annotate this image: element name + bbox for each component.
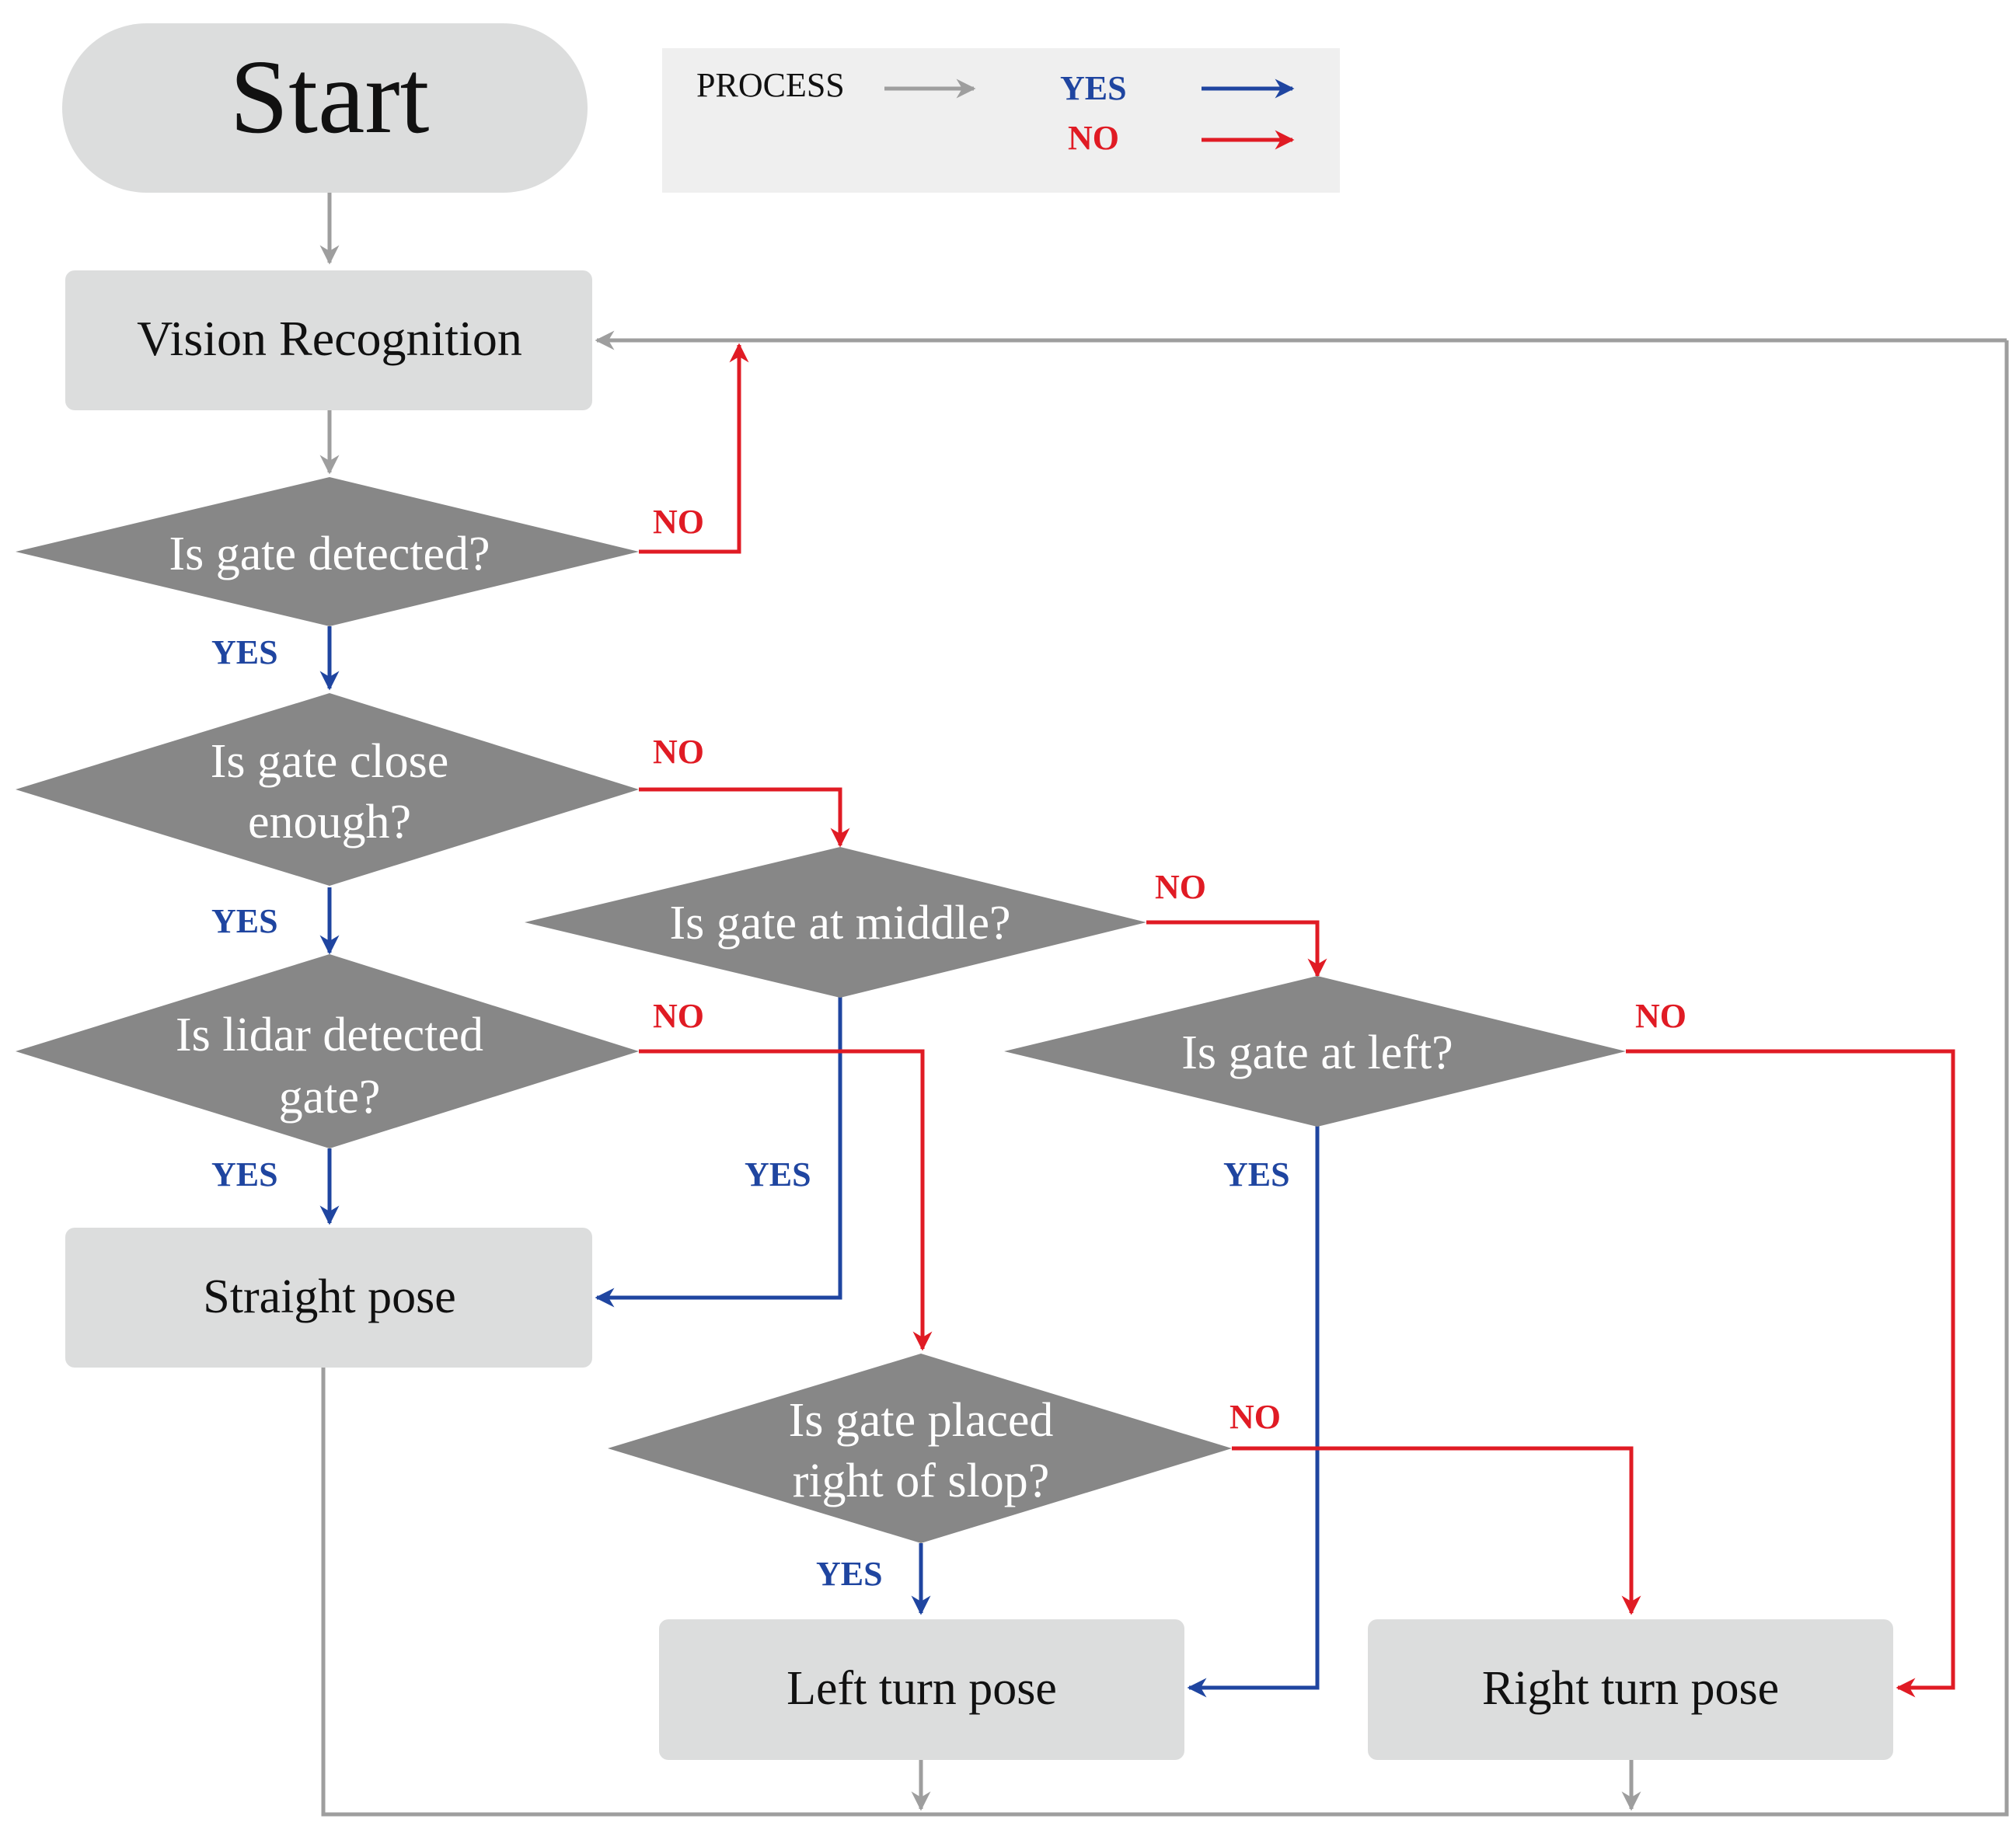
node-gate-close: Is gate close enough? bbox=[16, 693, 639, 886]
gate-slope-label-line1: Is gate placed bbox=[789, 1394, 1054, 1447]
lidar-detected-label-line1: Is lidar detected bbox=[176, 1009, 483, 1061]
gate-detected-diamond bbox=[16, 477, 639, 626]
legend-yes-label: YES bbox=[1060, 69, 1127, 107]
node-start: Start bbox=[62, 23, 588, 193]
gate-slope-diamond bbox=[608, 1354, 1232, 1543]
label-lidar-no: NO bbox=[653, 997, 704, 1035]
label-close-no: NO bbox=[653, 733, 704, 771]
loop-back-line bbox=[321, 340, 2009, 1817]
node-gate-middle: Is gate at middle? bbox=[525, 847, 1146, 998]
node-straight-pose: Straight pose bbox=[65, 1228, 592, 1368]
arrow-left-no bbox=[1626, 1049, 1955, 1698]
legend: PROCESS YES NO bbox=[662, 48, 1340, 193]
label-detected-yes: YES bbox=[211, 633, 278, 671]
start-label: Start bbox=[230, 39, 430, 155]
straight-pose-box bbox=[65, 1228, 592, 1368]
vision-recognition-label: Vision Recognition bbox=[137, 311, 522, 366]
node-left-turn-pose: Left turn pose bbox=[659, 1619, 1184, 1760]
label-slope-yes: YES bbox=[816, 1555, 883, 1593]
node-gate-slope: Is gate placed right of slop? bbox=[608, 1354, 1232, 1543]
legend-process-label: PROCESS bbox=[696, 66, 845, 104]
arrow-middle-no bbox=[1146, 920, 1327, 978]
gate-middle-diamond bbox=[525, 847, 1146, 998]
node-vision-recognition: Vision Recognition bbox=[65, 270, 592, 410]
gate-slope-label-line2: right of slop? bbox=[793, 1455, 1050, 1507]
node-lidar-detected: Is lidar detected gate? bbox=[16, 954, 639, 1148]
legend-no-label: NO bbox=[1068, 119, 1119, 157]
left-turn-pose-box bbox=[659, 1619, 1184, 1760]
node-gate-detected: Is gate detected? bbox=[16, 477, 639, 626]
lidar-detected-diamond bbox=[16, 954, 639, 1148]
label-lidar-yes: YES bbox=[211, 1155, 278, 1194]
arrow-middle-yes bbox=[595, 996, 842, 1308]
label-left-yes: YES bbox=[1223, 1155, 1290, 1194]
label-close-yes: YES bbox=[211, 902, 278, 940]
arrow-slope-no bbox=[1232, 1446, 1641, 1615]
gate-close-label-line1: Is gate close bbox=[211, 735, 448, 788]
gate-close-diamond bbox=[16, 693, 639, 886]
arrow-left-yes bbox=[1187, 1125, 1320, 1698]
edge-labels: NO YES NO YES NO NO YES NO YES YES NO YE… bbox=[211, 503, 1686, 1593]
arrow-close-no bbox=[639, 787, 850, 848]
right-turn-pose-label: Right turn pose bbox=[1482, 1662, 1779, 1715]
legend-box bbox=[662, 48, 1340, 193]
arrow-detected-no bbox=[639, 343, 749, 554]
gate-left-label: Is gate at left? bbox=[1181, 1026, 1453, 1079]
vision-recognition-box bbox=[65, 270, 592, 410]
straight-pose-label: Straight pose bbox=[203, 1270, 455, 1323]
right-turn-pose-box bbox=[1368, 1619, 1893, 1760]
node-gate-left: Is gate at left? bbox=[1004, 976, 1626, 1127]
label-middle-yes: YES bbox=[745, 1155, 811, 1194]
connectors bbox=[319, 193, 2009, 1817]
lidar-detected-label-line2: gate? bbox=[279, 1071, 381, 1124]
gate-left-diamond bbox=[1004, 976, 1626, 1127]
arrow-lidar-no bbox=[639, 1049, 933, 1351]
label-middle-no: NO bbox=[1155, 868, 1206, 906]
left-turn-pose-label: Left turn pose bbox=[787, 1662, 1057, 1715]
start-terminal bbox=[62, 23, 588, 193]
label-detected-no: NO bbox=[653, 503, 704, 541]
node-right-turn-pose: Right turn pose bbox=[1368, 1619, 1893, 1760]
label-slope-no: NO bbox=[1229, 1398, 1281, 1436]
label-left-no: NO bbox=[1635, 997, 1686, 1035]
gate-close-label-line2: enough? bbox=[248, 796, 411, 849]
gate-detected-label: Is gate detected? bbox=[169, 528, 490, 580]
gate-middle-label: Is gate at middle? bbox=[670, 897, 1011, 950]
